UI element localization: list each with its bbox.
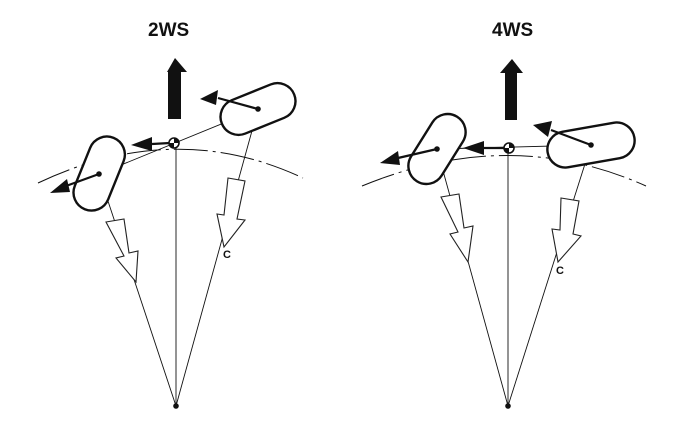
center-label-2ws: C — [223, 249, 231, 261]
panel-4ws: 4WS — [361, 20, 647, 409]
front-lateral-force-arrow-2ws — [105, 218, 139, 284]
rear-lateral-force-arrow-4ws — [551, 197, 583, 264]
rear-velocity-arrow-4ws — [550, 128, 592, 147]
rear-velocity-arrowhead-4ws — [533, 121, 552, 137]
front-axle-point-4ws — [434, 146, 440, 152]
rear-axle-point-2ws — [255, 106, 261, 112]
turning-center-point-4ws — [505, 403, 511, 409]
front-lateral-force-arrow-4ws — [440, 193, 474, 264]
front-velocity-arrow-2ws — [65, 172, 100, 188]
panel-title-4ws: 4WS — [492, 20, 533, 41]
turning-arc-4ws — [361, 155, 647, 187]
center-label-4ws: C — [556, 265, 564, 277]
radius-line-rear-2ws — [175, 108, 259, 407]
radius-line-front-2ws — [98, 173, 177, 407]
rear-velocity-arrow-2ws — [217, 96, 259, 111]
front-axle-point-2ws — [96, 171, 102, 177]
panel-title-2ws: 2WS — [148, 20, 189, 41]
front-velocity-arrowhead-4ws — [380, 151, 400, 165]
front-velocity-arrowhead-2ws — [50, 179, 70, 193]
body-velocity-arrowhead-4ws — [463, 141, 484, 155]
rear-velocity-arrowhead-2ws — [200, 90, 218, 105]
body-velocity-arrowhead-2ws — [131, 137, 152, 151]
radius-line-front-4ws — [436, 148, 509, 407]
forward-arrow-4ws — [500, 59, 523, 120]
forward-arrow-2ws — [167, 58, 187, 119]
panel-2ws: 2WS — [37, 20, 304, 409]
body-velocity-arrow-2ws — [151, 141, 171, 146]
center-of-gravity-2ws — [168, 137, 180, 149]
turning-arc-2ws — [37, 148, 304, 184]
rear-lateral-force-arrow-2ws — [216, 177, 247, 249]
turning-center-point-2ws — [173, 403, 179, 409]
front-velocity-arrow-4ws — [397, 147, 438, 160]
center-of-gravity-4ws — [503, 142, 515, 154]
radius-line-rear-4ws — [507, 144, 592, 407]
rear-axle-point-4ws — [588, 142, 594, 148]
